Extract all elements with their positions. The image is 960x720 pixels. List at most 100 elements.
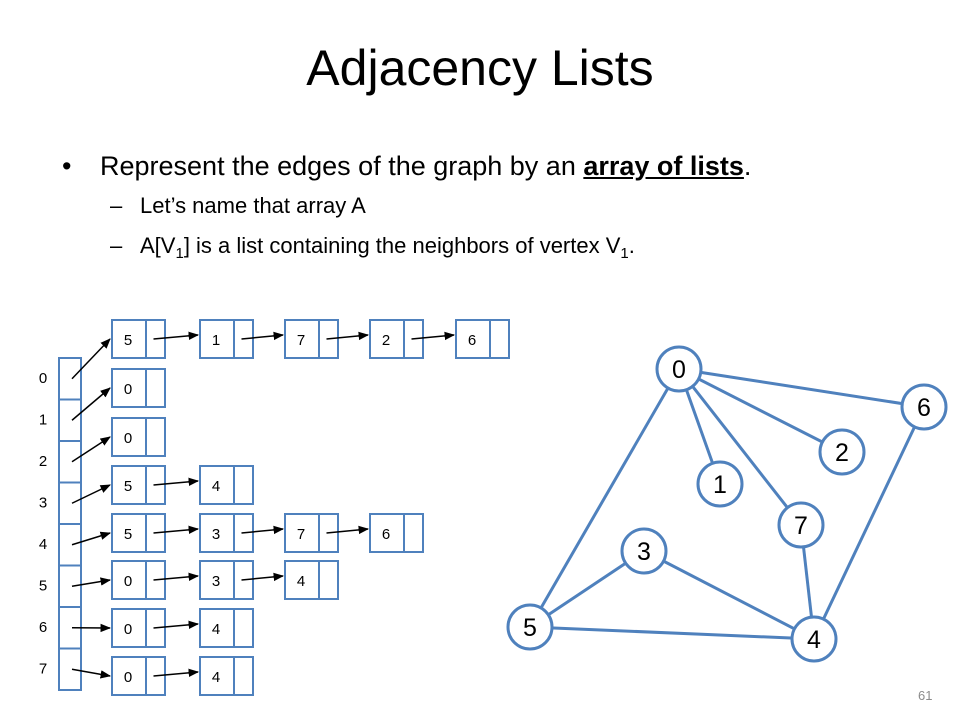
list-node-3-1: 4 bbox=[199, 465, 254, 505]
graph-edge-0-6 bbox=[678, 367, 925, 409]
array-pointer-arrow bbox=[71, 484, 111, 504]
sub-bullet-text: Let’s name that array A bbox=[140, 193, 366, 218]
list-node-4-3: 6 bbox=[369, 513, 424, 553]
list-node-value: 1 bbox=[212, 332, 220, 349]
list-node-1-0: 0 bbox=[111, 368, 166, 408]
node-label: 3 bbox=[637, 538, 651, 566]
list-node-pointer-cell bbox=[318, 560, 339, 600]
array-index-label: 3 bbox=[39, 495, 47, 512]
list-node-0-4: 6 bbox=[455, 319, 510, 359]
list-node-value-cell bbox=[111, 656, 147, 696]
list-node-5-2: 4 bbox=[284, 560, 339, 600]
list-node-value: 4 bbox=[297, 573, 305, 590]
graph-edge-0-7 bbox=[677, 368, 803, 526]
array-index-label: 5 bbox=[39, 578, 47, 595]
next-pointer-arrow bbox=[241, 572, 285, 582]
next-pointer-arrow bbox=[153, 477, 200, 487]
graph-node-7: 7 bbox=[777, 501, 825, 549]
node-circle bbox=[506, 603, 554, 651]
sub-bullet-dash: – bbox=[110, 233, 123, 258]
sub-bullet-array-name: –Let’s name that array A bbox=[62, 186, 942, 226]
list-node-value: 4 bbox=[212, 621, 220, 638]
list-node-value: 3 bbox=[212, 573, 220, 590]
array-pointer-arrow bbox=[71, 338, 111, 380]
node-label: 5 bbox=[523, 614, 537, 642]
array-pointer-arrow bbox=[71, 531, 112, 546]
next-pointer-arrow bbox=[411, 331, 456, 341]
list-node-value: 7 bbox=[297, 332, 305, 349]
bullet-list: •Represent the edges of the graph by an … bbox=[62, 146, 942, 266]
graph-node-2: 2 bbox=[818, 428, 866, 476]
list-node-pointer-cell bbox=[233, 465, 254, 505]
list-node-value: 0 bbox=[124, 573, 132, 590]
subscript: 1 bbox=[620, 245, 629, 262]
node-circle bbox=[818, 428, 866, 476]
list-node-6-1: 4 bbox=[199, 608, 254, 648]
array-index-label: 6 bbox=[39, 619, 47, 636]
array-cell-1 bbox=[58, 398, 82, 442]
array-cell-0 bbox=[58, 357, 82, 401]
node-circle bbox=[620, 527, 668, 575]
list-node-5-0: 0 bbox=[111, 560, 166, 600]
list-node-value: 4 bbox=[212, 478, 220, 495]
array-cell-5 bbox=[58, 564, 82, 608]
sub-bullet-pre: A[V bbox=[140, 233, 176, 258]
slide-title: Adjacency Lists bbox=[306, 40, 654, 96]
list-node-value: 7 bbox=[297, 526, 305, 543]
next-pointer-arrow bbox=[153, 668, 200, 678]
graph-edge-3-4 bbox=[643, 549, 815, 641]
array-index-label: 4 bbox=[39, 536, 47, 553]
next-pointer-arrow bbox=[241, 331, 285, 341]
list-node-value: 6 bbox=[468, 332, 476, 349]
node-label: 2 bbox=[835, 439, 849, 467]
list-node-value: 0 bbox=[124, 621, 132, 638]
list-node-pointer-cell bbox=[233, 608, 254, 648]
node-circle bbox=[790, 615, 838, 663]
list-node-value-cell bbox=[199, 560, 235, 600]
sub-bullet-dash: – bbox=[110, 193, 123, 218]
list-node-value-cell bbox=[199, 608, 235, 648]
list-node-value: 3 bbox=[212, 526, 220, 543]
graph-node-1: 1 bbox=[696, 460, 744, 508]
array-pointer-arrow bbox=[71, 436, 111, 463]
list-node-value-cell bbox=[284, 319, 320, 359]
array-pointer-arrow bbox=[71, 387, 111, 421]
sub-bullet-mid: ] is a list containing the neighbors of … bbox=[183, 233, 621, 258]
list-node-0-0: 5 bbox=[111, 319, 166, 359]
sub-bullet-definition: –A[V1] is a list containing the neighbor… bbox=[62, 226, 942, 266]
graph-node-4: 4 bbox=[790, 615, 838, 663]
list-node-value-cell bbox=[199, 319, 235, 359]
sub-bullet-post: . bbox=[628, 233, 635, 258]
next-pointer-arrow bbox=[153, 572, 200, 582]
array-index-label: 0 bbox=[39, 370, 47, 387]
list-node-value: 0 bbox=[124, 381, 132, 398]
next-pointer-arrow bbox=[153, 620, 200, 630]
next-pointer-arrow bbox=[153, 331, 200, 341]
list-node-value: 0 bbox=[124, 669, 132, 686]
next-pointer-arrow bbox=[326, 525, 370, 535]
list-node-value-cell bbox=[111, 368, 147, 408]
list-node-pointer-cell bbox=[489, 319, 510, 359]
graph-node-3: 3 bbox=[620, 527, 668, 575]
graph-edge-0-5 bbox=[528, 368, 681, 628]
graph-node-5: 5 bbox=[506, 603, 554, 651]
list-node-value-cell bbox=[369, 319, 405, 359]
node-label: 4 bbox=[807, 626, 821, 654]
bullet-dot: • bbox=[62, 151, 72, 181]
subscript: 1 bbox=[175, 245, 184, 262]
array-pointer-arrow bbox=[71, 577, 112, 587]
array-cell-7 bbox=[58, 647, 82, 691]
list-node-value: 5 bbox=[124, 526, 132, 543]
list-node-2-0: 0 bbox=[111, 417, 166, 457]
list-node-pointer-cell bbox=[145, 417, 166, 457]
next-pointer-arrow bbox=[153, 525, 200, 535]
list-node-value: 5 bbox=[124, 332, 132, 349]
list-node-7-1: 4 bbox=[199, 656, 254, 696]
bullet-emphasis: array of lists bbox=[583, 151, 744, 181]
list-node-value: 6 bbox=[382, 526, 390, 543]
bullet-period: . bbox=[743, 151, 752, 181]
node-circle bbox=[900, 383, 948, 431]
